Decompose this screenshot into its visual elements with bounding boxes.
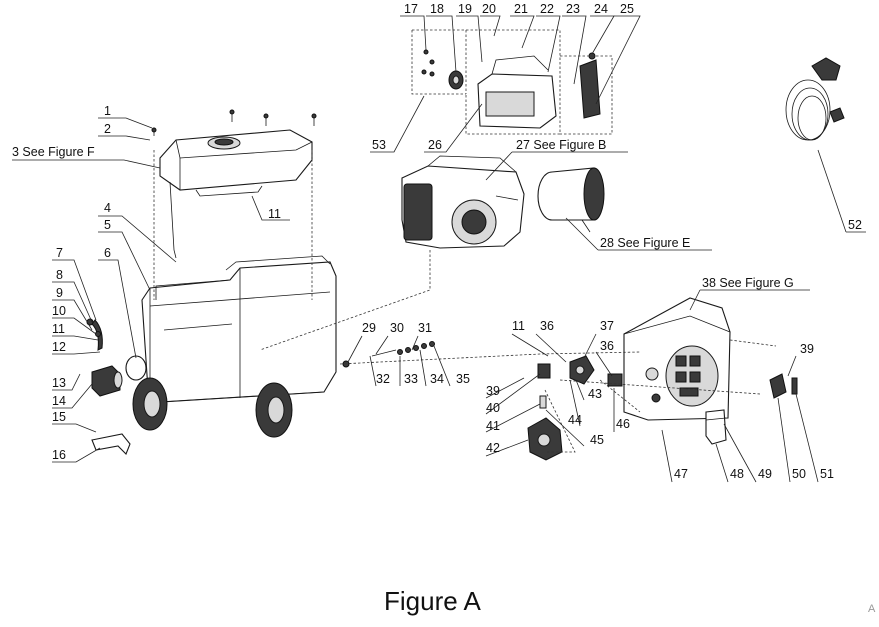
callout-10: 10 [52, 304, 66, 318]
callout-29: 29 [362, 321, 376, 335]
callout-34: 34 [430, 372, 444, 386]
callout-47: 47 [674, 467, 688, 481]
callout-37: 37 [600, 319, 614, 333]
callout-11-tank: 11 [268, 207, 281, 221]
callout-50: 50 [792, 467, 806, 481]
control-panel [623, 297, 731, 421]
callout-46: 46 [616, 417, 630, 431]
callout-labels: 1 2 3 See Figure F 4 5 6 7 8 9 10 11 11 … [12, 2, 862, 481]
outlet-cover [769, 373, 798, 399]
callout-19: 19 [458, 2, 472, 16]
callout-23: 23 [566, 2, 580, 16]
figure-caption: Figure A [384, 586, 481, 616]
callout-12: 12 [52, 340, 66, 354]
callout-24: 24 [594, 2, 608, 16]
callout-39-left: 39 [486, 384, 500, 398]
callout-43: 43 [588, 387, 602, 401]
air-filter-disc [125, 355, 147, 381]
callout-8: 8 [56, 268, 63, 282]
callout-14: 14 [52, 394, 66, 408]
callout-15: 15 [52, 410, 66, 424]
callout-32: 32 [376, 372, 390, 386]
callout-26: 26 [428, 138, 442, 152]
frame [141, 255, 337, 403]
callout-33: 33 [404, 372, 418, 386]
callout-25: 25 [620, 2, 634, 16]
callout-6: 6 [104, 246, 111, 260]
wheel-right [255, 382, 293, 438]
callout-2: 2 [104, 122, 111, 136]
callout-48: 48 [730, 467, 744, 481]
callout-31: 31 [418, 321, 432, 335]
callout-39-right: 39 [800, 342, 814, 356]
callout-41: 41 [486, 419, 500, 433]
callout-17: 17 [404, 2, 418, 16]
callout-22: 22 [540, 2, 554, 16]
callout-11-panel: 11 [512, 319, 525, 333]
bolts-17 [421, 49, 435, 77]
callout-30: 30 [390, 321, 404, 335]
tank-bolts [151, 109, 317, 136]
callout-20: 20 [482, 2, 496, 16]
leader-lines [12, 15, 866, 483]
callout-3: 3 See Figure F [12, 145, 95, 159]
callout-9: 9 [56, 286, 63, 300]
callout-44: 44 [568, 413, 582, 427]
callout-45: 45 [590, 433, 604, 447]
callout-42: 42 [486, 441, 500, 455]
exhaust-pipe [91, 433, 131, 455]
alternator [537, 167, 605, 233]
callout-27: 27 See Figure B [516, 138, 606, 152]
callout-21: 21 [514, 2, 528, 16]
corner-mark: A [868, 603, 876, 615]
fuel-valve [569, 355, 595, 385]
callout-13: 13 [52, 376, 66, 390]
callout-28: 28 See Figure E [600, 236, 690, 250]
carburetor [527, 417, 563, 461]
valve-parts [537, 363, 551, 409]
callout-52: 52 [848, 218, 862, 232]
fuel-hose [785, 57, 845, 141]
callout-40: 40 [486, 401, 500, 415]
callout-38: 38 See Figure G [702, 276, 794, 290]
callout-4: 4 [104, 201, 111, 215]
valve-cover [477, 55, 557, 129]
battery-bracket [705, 409, 727, 445]
callout-16: 16 [52, 448, 66, 462]
callout-7: 7 [56, 246, 63, 260]
callout-18: 18 [430, 2, 444, 16]
assembly-lines [153, 29, 777, 453]
muffler [91, 365, 123, 397]
handle-grip [86, 318, 103, 351]
callout-5: 5 [104, 218, 111, 232]
wheel-left [132, 377, 168, 431]
callout-35: 35 [456, 372, 470, 386]
cover-bracket [579, 52, 601, 119]
engine [401, 155, 525, 249]
callout-49: 49 [758, 467, 772, 481]
callout-1: 1 [104, 104, 111, 118]
fuel-tank [159, 129, 313, 259]
callout-53: 53 [372, 138, 386, 152]
callout-51: 51 [820, 467, 834, 481]
part-46 [607, 373, 623, 387]
callout-36-upper: 36 [540, 319, 554, 333]
callout-11-left: 11 [52, 322, 65, 336]
callout-36-lower: 36 [600, 339, 614, 353]
